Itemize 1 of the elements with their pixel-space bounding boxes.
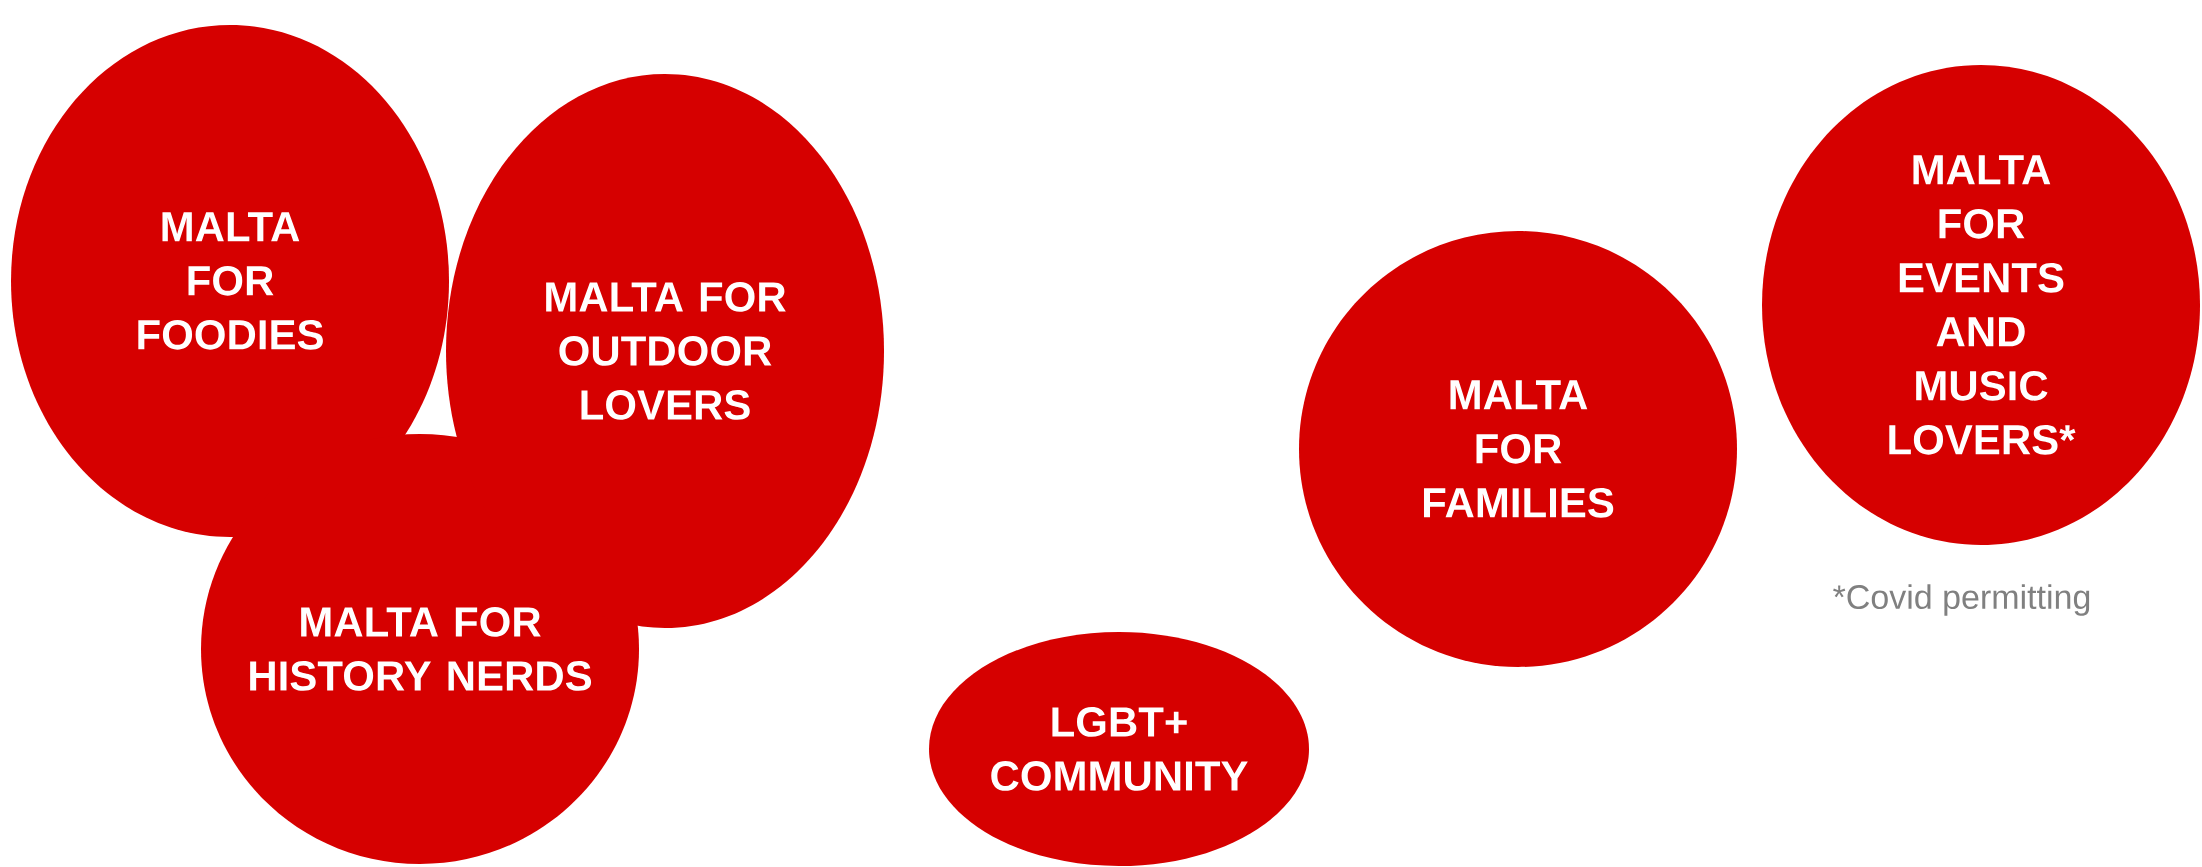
note: *Covid permitting <box>1833 584 2090 616</box>
